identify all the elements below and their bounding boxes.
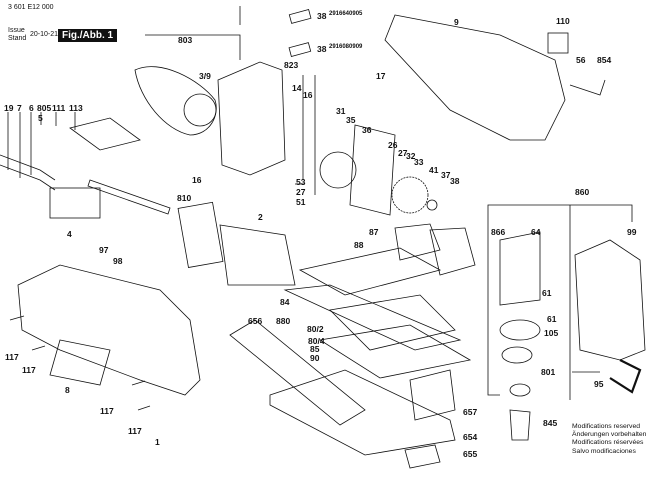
callout-64: 64 <box>531 227 541 237</box>
callout-80-2: 80/2 <box>307 324 324 334</box>
blade-guard <box>574 239 646 361</box>
armature <box>134 66 217 136</box>
callout-33: 33 <box>414 157 424 167</box>
callout-117d: 117 <box>128 426 142 436</box>
callout-36: 36 <box>362 125 372 135</box>
callout-51: 51 <box>296 197 306 207</box>
callout-16b: 16 <box>192 175 202 185</box>
callout-117b: 117 <box>22 365 36 375</box>
callout-105: 105 <box>544 328 559 338</box>
callout-845: 845 <box>543 418 558 428</box>
callout-85: 85 <box>310 344 320 354</box>
callout-4: 4 <box>67 229 72 239</box>
callout-19: 19 <box>4 103 14 113</box>
callout-7: 7 <box>17 103 22 113</box>
callout-17: 17 <box>376 71 386 81</box>
stroke-rod <box>283 284 462 351</box>
switch-part <box>49 187 101 219</box>
callout-117c: 117 <box>100 406 114 416</box>
callout-53: 53 <box>296 177 306 187</box>
modifications-notes: Modifications reserved Änderungen vorbeh… <box>572 423 646 456</box>
callout-87: 87 <box>369 227 379 237</box>
gear-plate <box>349 124 396 216</box>
callout-38c: 38 <box>450 176 460 186</box>
callout-98: 98 <box>113 256 123 266</box>
callout-97: 97 <box>99 245 109 255</box>
callout-117a: 117 <box>5 352 19 362</box>
callout-860: 860 <box>575 187 590 197</box>
figure-label: Fig./Abb. 1 <box>58 29 118 42</box>
callout-1: 1 <box>155 437 160 447</box>
callout-111: 111 <box>52 103 66 113</box>
callout-90: 90 <box>310 353 320 363</box>
callout-56: 56 <box>576 55 586 65</box>
callout-6: 6 <box>29 103 34 113</box>
callout-16: 16 <box>303 90 313 100</box>
callout-866: 866 <box>491 227 506 237</box>
issue-label: Issue <box>8 27 25 34</box>
callout-823: 823 <box>284 60 299 70</box>
callout-805: 805 <box>37 103 52 113</box>
stand-label: Stand <box>8 35 27 42</box>
callout-655: 655 <box>463 449 478 459</box>
callout-880: 880 <box>276 316 291 326</box>
callout-27: 27 <box>296 187 306 197</box>
callout-95: 95 <box>594 379 604 389</box>
note-fr: Modifications réservées <box>572 439 644 447</box>
bearing-housing <box>217 61 286 176</box>
part-number-38a: 2916640905 <box>329 11 363 17</box>
callout-32: 32 <box>406 151 416 161</box>
callout-656: 656 <box>248 316 263 326</box>
callout-61b: 61 <box>547 314 557 324</box>
callout-9: 9 <box>454 17 459 27</box>
gear <box>391 176 429 214</box>
callout-654: 654 <box>463 432 478 442</box>
callout-41: 41 <box>429 165 439 175</box>
callout-99: 99 <box>627 227 637 237</box>
callout-801: 801 <box>541 367 556 377</box>
callout-113: 113 <box>69 103 83 113</box>
callout-657: 657 <box>463 407 478 417</box>
callout-26: 26 <box>388 140 398 150</box>
callout-35: 35 <box>346 115 356 125</box>
callout-5: 5 <box>38 113 43 123</box>
callout-88: 88 <box>354 240 364 250</box>
callout-803: 803 <box>178 35 193 45</box>
callout-810: 810 <box>177 193 192 203</box>
note-es: Salvo modificaciones <box>572 447 636 455</box>
foot-plate <box>269 369 456 456</box>
callout-80-4: 80/4 <box>308 336 325 346</box>
housing-shell <box>384 14 566 141</box>
callout-61a: 61 <box>542 288 552 298</box>
callout-27b: 27 <box>398 148 408 158</box>
callout-2: 2 <box>258 212 263 222</box>
callout-84: 84 <box>280 297 290 307</box>
part-number-38b: 2916080909 <box>329 44 363 50</box>
callout-110: 110 <box>556 16 570 26</box>
note-en: Modifications reserved <box>572 423 640 430</box>
stator <box>219 224 296 286</box>
callout-14: 14 <box>292 83 302 93</box>
callout-38b: 38 <box>317 44 327 54</box>
issue-date: 20-10-21 <box>30 31 59 38</box>
callout-31: 31 <box>336 106 346 116</box>
callout-3-9: 3/9 <box>199 71 211 81</box>
handle-housing <box>17 264 201 396</box>
pendulum-holder <box>499 231 541 306</box>
callout-8: 8 <box>65 385 70 395</box>
callout-854: 854 <box>597 55 612 65</box>
callout-37: 37 <box>441 170 451 180</box>
note-de: Änderungen vorbehalten <box>572 431 647 439</box>
document-number: 3 601 E12 000 <box>8 4 54 11</box>
dust-tube <box>229 319 366 426</box>
callout-38a: 38 <box>317 11 327 21</box>
